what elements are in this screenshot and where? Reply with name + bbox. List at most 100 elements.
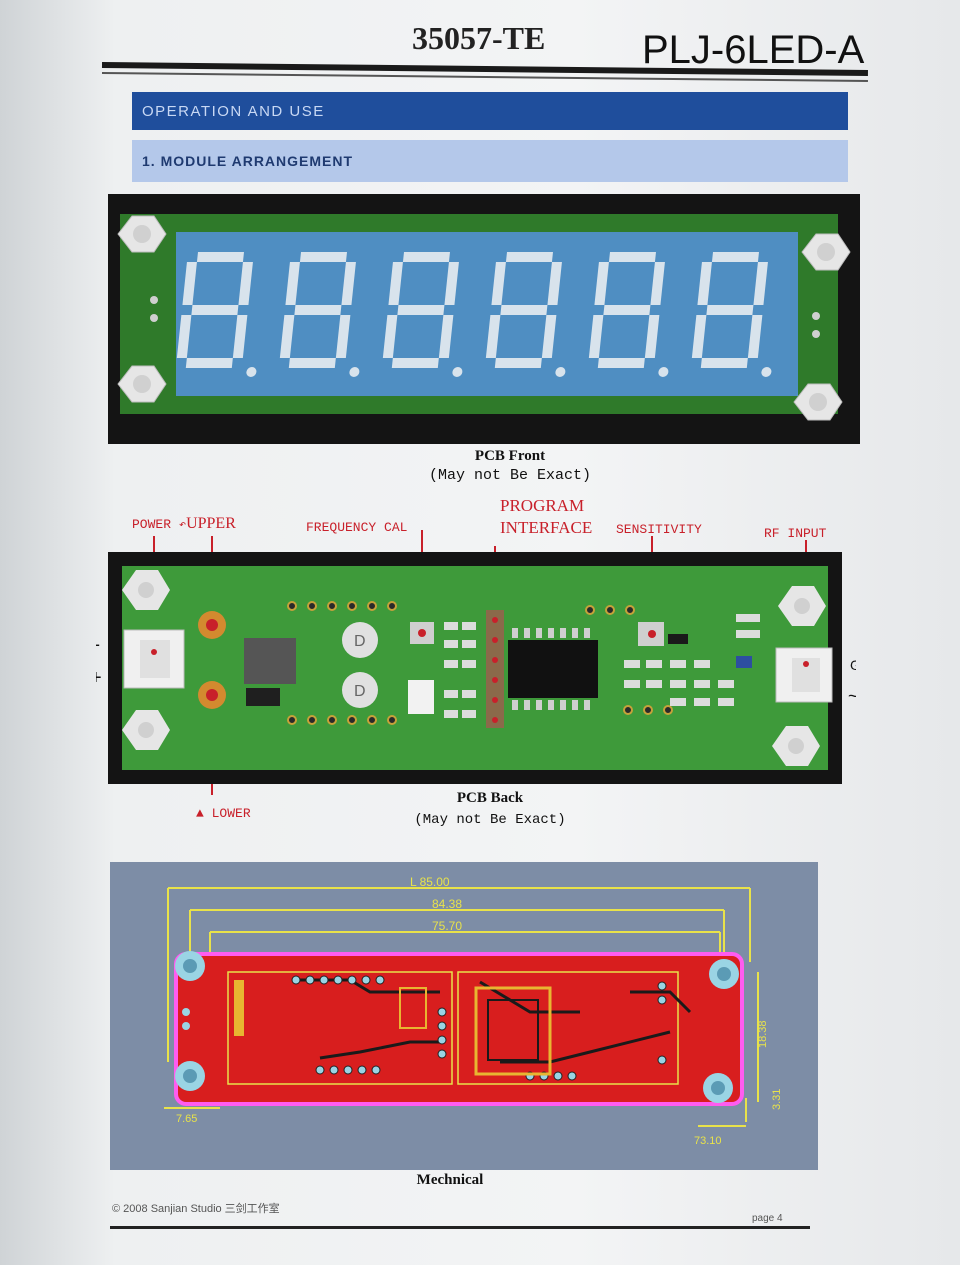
segment [711, 252, 759, 262]
decimal-point [658, 367, 669, 377]
segment [547, 262, 562, 305]
dimension-lines [164, 887, 759, 1127]
mounting-nut-icon [772, 726, 820, 766]
mounting-nut-icon [117, 365, 167, 403]
minus-mark: - [96, 634, 100, 654]
dim-w2: 73.10 [694, 1135, 722, 1147]
model-number: PLJ-6LED-A [642, 28, 865, 72]
segment [494, 358, 542, 368]
decimal-point [555, 367, 566, 377]
label-rf-input: RF INPUT [764, 526, 827, 541]
segment [294, 305, 342, 315]
dim-h1: 18.38 [757, 1020, 769, 1048]
mounting-nut-icon [793, 383, 843, 421]
capacitor-icon [342, 672, 378, 708]
segment [588, 315, 604, 358]
segment [500, 305, 548, 315]
seven-segment-digit [691, 252, 772, 377]
segment [285, 262, 300, 305]
microcontroller-chip [508, 640, 598, 698]
mechanical-drawing: L 85.00 84.38 75.70 18.38 3.31 7.65 73.1… [110, 862, 818, 1170]
segment [650, 262, 665, 305]
label-upper: UPPER [186, 515, 236, 532]
segment [382, 315, 398, 358]
segment [196, 252, 244, 262]
document-number: 35057-TE [412, 20, 546, 56]
chip-footprint [474, 986, 552, 1076]
label-frequency-cal: FREQUENCY CAL [306, 520, 408, 535]
subsection-title-band: 1. MODULE ARRANGEMENT [132, 140, 848, 182]
mechanical-board [174, 952, 744, 1106]
segment [397, 305, 445, 315]
pcb-front-caption: PCB Front [474, 448, 546, 464]
segment [299, 252, 347, 262]
mechanical-caption: Mechnical [416, 1172, 484, 1188]
footer-page-number: page 4 [752, 1213, 783, 1224]
dim-total: L 85.00 [410, 875, 450, 889]
display-window [176, 232, 798, 396]
seven-segment-digit [382, 252, 463, 377]
segment [238, 262, 253, 305]
program-interface-header [486, 610, 504, 728]
segment [185, 358, 233, 368]
dim-d2: 75.70 [432, 919, 462, 933]
segment [594, 262, 609, 305]
voltage-regulator [244, 638, 296, 684]
segment [597, 358, 645, 368]
dim-d1: 84.38 [432, 897, 462, 911]
segment [697, 262, 712, 305]
label-power: POWER [132, 517, 172, 532]
svg-text:D: D [354, 683, 366, 700]
label-sensitivity: SENSITIVITY [616, 522, 702, 537]
segment [706, 305, 754, 315]
segment [505, 252, 553, 262]
segment [700, 358, 748, 368]
segment [176, 315, 192, 358]
mounting-nut-icon [122, 710, 170, 750]
segment [691, 315, 707, 358]
mounting-hole-icon [175, 1061, 205, 1091]
footer-copyright: © 2008 Sanjian Studio 三剑工作室 [112, 1203, 280, 1215]
segment [341, 262, 356, 305]
dim-w1: 7.65 [176, 1113, 197, 1125]
segment [541, 315, 557, 358]
segment [644, 315, 660, 358]
mounting-hole-icon [709, 959, 739, 989]
label-interface: INTERFACE [500, 518, 593, 537]
dim-h2: 3.31 [771, 1089, 783, 1110]
segment [388, 262, 403, 305]
mounting-hole-icon [175, 951, 205, 981]
segment [191, 305, 239, 315]
seven-segment-digit [279, 252, 360, 377]
footer-rule [110, 1226, 810, 1229]
segment [753, 262, 768, 305]
pcb-back-image: D D [96, 530, 856, 795]
seven-segment-digit [176, 252, 257, 377]
decimal-point [761, 367, 772, 377]
segment [603, 305, 651, 315]
decimal-point [452, 367, 463, 377]
pcb-back-caption: PCB Back [456, 790, 524, 806]
up-triangle-icon: ▲ [196, 806, 204, 821]
updown-arrow-icon: ↶ [178, 518, 187, 532]
segment [438, 315, 454, 358]
segment [335, 315, 351, 358]
label-program: PROGRAM [500, 496, 585, 515]
segment [402, 252, 450, 262]
segment [232, 315, 248, 358]
ground-mark: G [850, 657, 856, 673]
section-title-band: OPERATION AND USE [132, 92, 848, 130]
seven-segment-digits [176, 252, 772, 377]
capacitor-icon [342, 622, 378, 658]
segment [182, 262, 197, 305]
segment [485, 315, 501, 358]
pcb-front-image [108, 194, 860, 444]
mounting-nut-icon [778, 586, 826, 626]
seven-segment-digit [588, 252, 669, 377]
pcb-front-note: (May not Be Exact) [428, 467, 592, 484]
mounting-hole-icon [703, 1073, 733, 1103]
segment [288, 358, 336, 368]
decimal-point [246, 367, 257, 377]
pcb-back-note: (May not Be Exact) [414, 812, 566, 828]
